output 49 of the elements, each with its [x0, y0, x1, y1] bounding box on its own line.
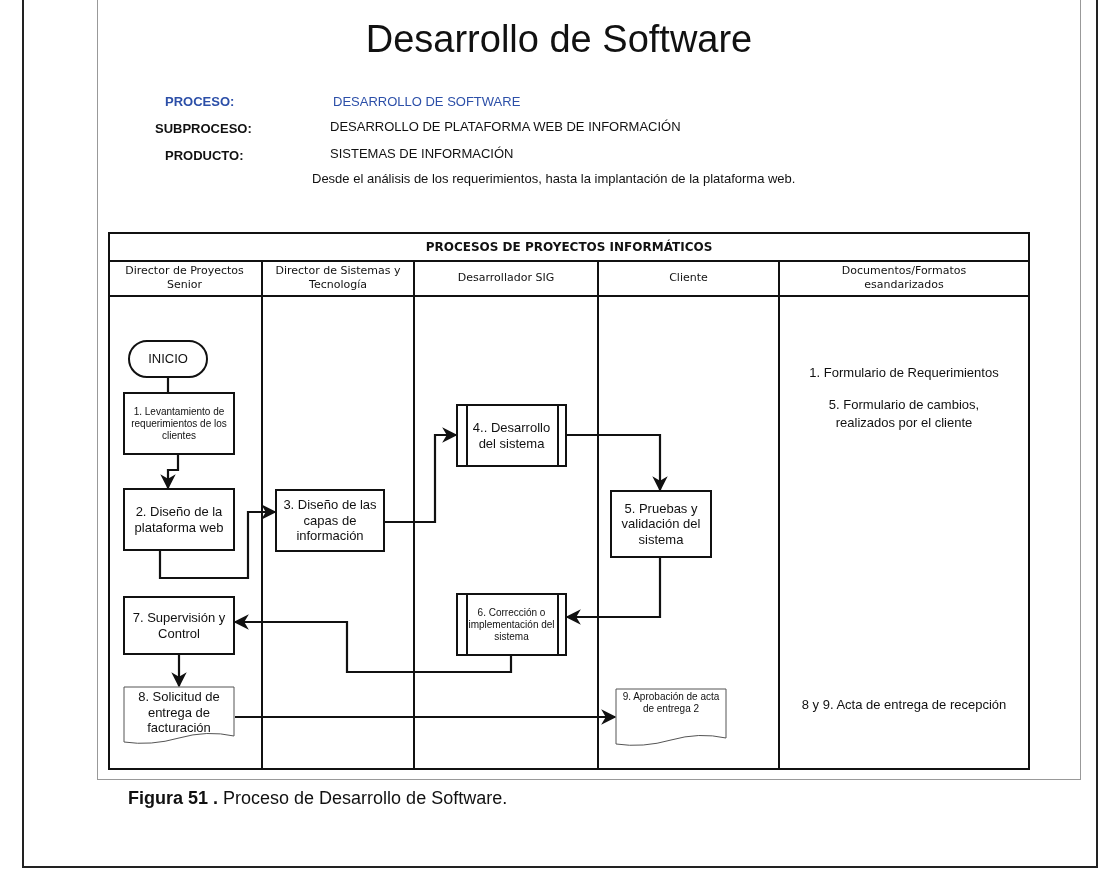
field-value: SISTEMAS DE INFORMACIÓN [330, 146, 514, 161]
process-box [123, 392, 235, 455]
node-label: 2. Diseño de la plataforma web [133, 503, 225, 536]
process-box [123, 596, 235, 655]
field-label: PROCESO: [165, 94, 235, 109]
node-label: 1. Levantamiento de requerimientos de los clientes [130, 405, 228, 442]
lane-header: Director de Sistemas y Tecnología [263, 260, 413, 297]
field-value: DESARROLLO DE SOFTWARE [333, 94, 521, 109]
swimlane-lane [597, 260, 778, 768]
node-label: 6. Corrección o implementación del sistema [468, 606, 555, 643]
lane-header: Cliente [599, 260, 778, 297]
swimlane-lane [261, 260, 413, 768]
node-label: 8. Solicitud de entrega de facturación [137, 689, 221, 736]
subprocess-box [456, 593, 567, 656]
arrow [160, 455, 180, 490]
process-box [123, 488, 235, 551]
pool-title: PROCESOS DE PROYECTOS INFORMÁTICOS [110, 234, 1028, 262]
arrow [171, 655, 187, 688]
swimlane-pool [108, 232, 1030, 770]
node-label: 5. Pruebas y validación del sistema [620, 500, 702, 548]
document-note: 5. Formulario de cambios, realizados por el cliente [827, 396, 981, 432]
document-note: 1. Formulario de Requerimientos [808, 364, 1000, 382]
arrow [385, 427, 458, 524]
swimlane-lane [778, 260, 1028, 768]
lane-header: Desarrollador SIG [415, 260, 597, 297]
lane-header: Documentos/Formatos esandarizados [780, 260, 1028, 297]
subprocess-box [456, 404, 567, 467]
process-box [610, 490, 712, 558]
field-label: PRODUCTO: [165, 148, 244, 163]
field-value: Desde el análisis de los requerimientos, hasta la implantación de la plataforma web. [312, 171, 796, 186]
field-value: DESARROLLO DE PLATAFORMA WEB DE INFORMACIÓN [330, 119, 681, 134]
node-label: 7. Supervisión y Control [131, 609, 227, 642]
arrow [235, 709, 617, 725]
arrow [158, 504, 277, 580]
field-label: SUBPROCESO: [155, 121, 252, 136]
node-label: 3. Diseño de las capas de información [282, 497, 378, 544]
node-label: 9. Aprobación de acta de entrega 2 [621, 691, 721, 715]
document-shape [615, 688, 727, 748]
document-note: 8 y 9. Acta de entrega de recepción [800, 696, 1008, 714]
document-shape [123, 686, 235, 746]
process-box [275, 489, 385, 552]
swimlane-lane [413, 260, 597, 768]
figure-caption: Figura 51 . Proceso de Desarrollo de Software. [128, 788, 508, 809]
lane-header: Director de Proyectos Senior [108, 260, 261, 297]
start-terminator [128, 340, 208, 378]
node-label: 4.. Desarrollo del sistema [471, 419, 552, 452]
diagram-title: Desarrollo de Software [364, 18, 754, 61]
node-label: INICIO [148, 351, 188, 367]
arrow [567, 433, 668, 492]
